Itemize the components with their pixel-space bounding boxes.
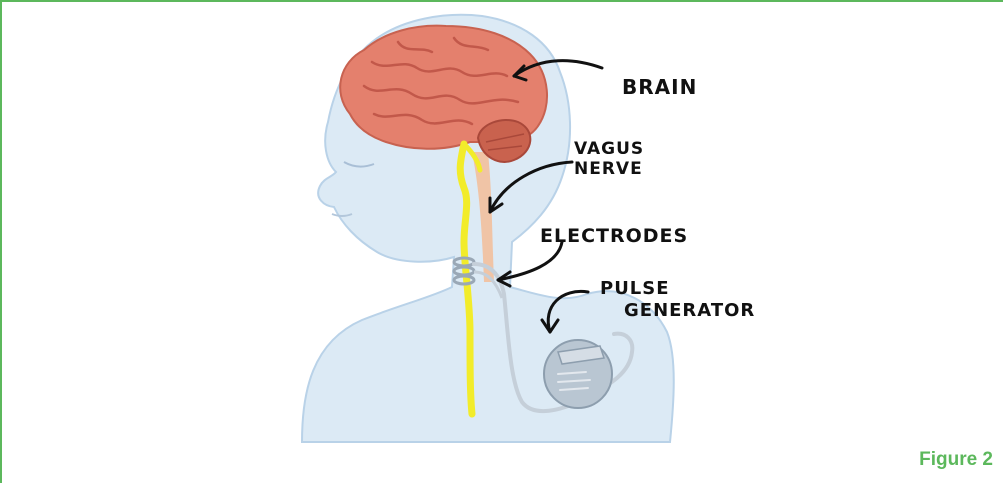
figure-caption: Figure 2 xyxy=(919,449,993,471)
vagus-label-line2: NERVE xyxy=(574,159,643,179)
vagus-label-line1: VAGUS xyxy=(574,139,644,159)
pulse-label-line2: GENERATOR xyxy=(624,300,755,321)
pulse-generator-icon xyxy=(544,340,612,408)
brain-label: BRAIN xyxy=(622,75,697,99)
electrodes-label: ELECTRODES xyxy=(540,225,688,247)
pulse-label-line1: PULSE xyxy=(600,278,670,299)
